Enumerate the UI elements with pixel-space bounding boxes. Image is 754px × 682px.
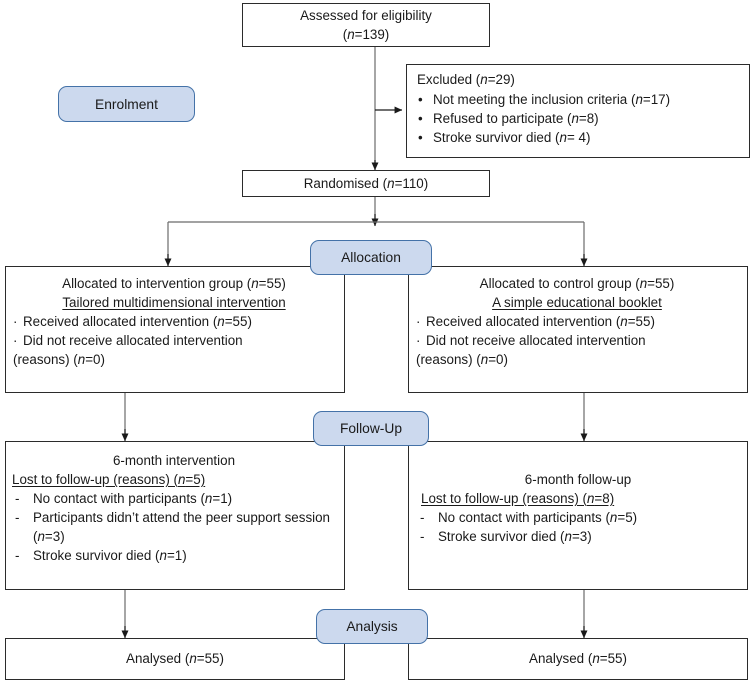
followup-intervention-content: 6-month intervention Lost to follow-up (… (6, 442, 344, 571)
box-followup-intervention: 6-month intervention Lost to follow-up (… (5, 441, 345, 590)
n-italic: n (37, 529, 45, 545)
followup-control-heading: 6-month follow-up (524, 472, 632, 487)
excluded-content: Excluded (n=29) •Not meeting the inclusi… (407, 65, 749, 151)
n-italic: n (189, 651, 197, 667)
box-analysed-control: Analysed (n=55) (408, 638, 748, 680)
n-italic: n (620, 314, 628, 330)
analysed-control-label: Analysed (n=55) (529, 651, 627, 667)
assessed-count: (n=139) (342, 27, 390, 42)
n-italic: n (204, 491, 213, 507)
n-italic: n (586, 491, 595, 507)
list-item: •Not meeting the inclusion criteria (n=1… (417, 90, 741, 109)
followup-control-content: 6-month follow-up Lost to follow-up (rea… (409, 442, 747, 552)
excluded-title: Excluded (n=29) (417, 72, 515, 87)
allocated-intervention-heading: Allocated to intervention group (n=55) (62, 276, 286, 291)
allocated-control-trailing: (reasons) (n=0) (416, 352, 508, 368)
stage-badge-analysis: Analysis (316, 609, 428, 644)
allocated-intervention-list: ·Received allocated intervention (n=55) … (13, 312, 335, 350)
allocated-intervention-content: Allocated to intervention group (n=55) T… (6, 267, 344, 375)
bullet-dot-icon: • (418, 111, 423, 127)
stage-badge-allocation-label: Allocation (341, 250, 401, 265)
list-item: •Refused to participate (n=8) (417, 109, 741, 128)
allocated-control-subheading: A simple educational booklet (492, 295, 662, 311)
n-italic: n (559, 130, 567, 146)
box-randomised: Randomised (n=110) (242, 170, 490, 197)
bullet-dash-icon: - (15, 548, 20, 564)
bullet-dot-icon: · (416, 333, 421, 349)
n-italic: n (571, 111, 579, 127)
list-item: ·Did not receive allocated intervention (13, 331, 335, 350)
list-item: -Stroke survivor died (n=1) (12, 546, 336, 565)
stage-badge-enrolment: Enrolment (58, 86, 195, 122)
assessed-content: Assessed for eligibility (n=139) (291, 0, 441, 51)
list-item: •Stroke survivor died (n= 4) (417, 128, 741, 147)
box-allocated-control: Allocated to control group (n=55) A simp… (408, 266, 748, 393)
stage-badge-allocation: Allocation (310, 240, 432, 275)
list-item: ·Received allocated intervention (n=55) (13, 312, 335, 331)
analysed-intervention-label: Analysed (n=55) (126, 651, 224, 667)
excluded-reason-list: •Not meeting the inclusion criteria (n=1… (417, 90, 741, 147)
allocated-control-list: ·Received allocated intervention (n=55) … (416, 312, 738, 350)
list-item: -Participants didn’t attend the peer sup… (15, 510, 331, 545)
list-item: -No contact with participants (n=1) (12, 489, 336, 508)
randomised-label: Randomised (n=110) (303, 175, 429, 191)
n-italic: n (639, 276, 648, 291)
allocated-intervention-subheading: Tailored multidimensional intervention (62, 295, 286, 311)
followup-control-lost-label: Lost to follow-up (reasons) (n=8) (421, 491, 615, 507)
n-italic: n (77, 352, 86, 368)
list-item: ·Received allocated intervention (n=55) (416, 312, 738, 331)
n-italic: n (217, 314, 225, 330)
followup-intervention-lost-label: Lost to follow-up (reasons) (n=5) (12, 472, 206, 488)
n-italic: n (159, 548, 167, 564)
n-italic: n (609, 510, 618, 526)
followup-intervention-heading: 6-month intervention (112, 453, 236, 468)
bullet-dot-icon: • (418, 92, 423, 108)
n-italic: n (177, 472, 186, 488)
stage-badge-enrolment-label: Enrolment (95, 96, 158, 112)
list-item: -No contact with participants (n=5) (417, 508, 739, 527)
list-item: ·Did not receive allocated intervention (416, 331, 738, 350)
allocated-control-heading: Allocated to control group (n=55) (479, 276, 675, 291)
box-followup-control: 6-month follow-up Lost to follow-up (rea… (408, 441, 748, 590)
bullet-dot-icon: • (418, 130, 423, 146)
box-assessed-for-eligibility: Assessed for eligibility (n=139) (242, 3, 490, 47)
n-italic: n (592, 651, 600, 667)
box-analysed-intervention: Analysed (n=55) (5, 638, 345, 680)
bullet-dot-icon: · (416, 314, 421, 330)
n-italic: n (564, 529, 572, 545)
n-italic: n (387, 175, 395, 191)
allocated-intervention-trailing: (reasons) (n=0) (13, 352, 105, 368)
n-italic: n (480, 72, 488, 87)
n-italic: n (347, 27, 355, 42)
n-italic: n (251, 276, 259, 291)
box-allocated-intervention: Allocated to intervention group (n=55) T… (5, 266, 345, 393)
list-item: -Stroke survivor died (n=3) (417, 527, 739, 546)
bullet-dash-icon: - (15, 491, 20, 507)
stage-badge-analysis-label: Analysis (346, 619, 398, 634)
bullet-dash-icon: - (420, 529, 425, 545)
box-excluded: Excluded (n=29) •Not meeting the inclusi… (406, 64, 750, 158)
bullet-dash-icon: - (420, 510, 425, 526)
bullet-dot-icon: · (13, 333, 18, 349)
allocated-control-content: Allocated to control group (n=55) A simp… (409, 267, 747, 375)
bullet-dash-icon: - (15, 510, 20, 526)
followup-control-reason-list: -No contact with participants (n=5) -Str… (417, 508, 739, 546)
assessed-line1: Assessed for eligibility (300, 7, 432, 23)
stage-badge-followup-label: Follow-Up (339, 421, 403, 436)
n-italic: n (480, 352, 489, 368)
n-italic: n (635, 92, 643, 108)
bullet-dot-icon: · (13, 314, 18, 330)
followup-intervention-reason-list: -No contact with participants (n=1) -Par… (12, 489, 336, 565)
stage-badge-followup: Follow-Up (313, 411, 429, 446)
